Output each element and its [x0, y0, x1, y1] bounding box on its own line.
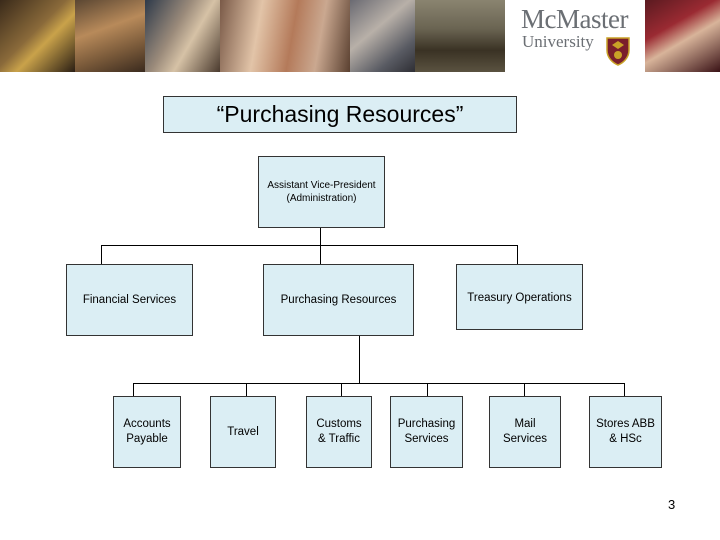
banner-photo-football-player	[645, 0, 720, 72]
org-box-label: Purchasing Services	[397, 418, 456, 445]
connector-level2-horizontal	[101, 245, 518, 246]
org-box-avp-label: Assistant Vice-President (Administration…	[267, 180, 376, 204]
org-box-purchasing-resources: Purchasing Resources	[263, 264, 414, 336]
connector-top-down	[320, 228, 321, 245]
connector-to-purchasing	[320, 245, 321, 264]
connector-level3-horizontal	[133, 383, 625, 384]
org-box-label: Treasury Operations	[467, 292, 572, 304]
org-box-label: Accounts Payable	[123, 418, 171, 445]
connector-to-customs	[341, 383, 342, 396]
org-box-financial-services: Financial Services	[66, 264, 193, 336]
org-box-accounts-payable: Accounts Payable	[113, 396, 181, 468]
photo-banner: McMaster University	[0, 0, 720, 72]
org-box-purchasing-services: Purchasing Services	[390, 396, 463, 468]
connector-to-treasury	[517, 245, 518, 264]
org-box-travel: Travel	[210, 396, 276, 468]
mcmaster-logo: McMaster University	[505, 0, 645, 72]
connector-to-purch-services	[427, 383, 428, 396]
org-box-label: Stores ABB & HSc	[596, 418, 655, 445]
connector-purchasing-down	[359, 336, 360, 384]
logo-university: University	[522, 32, 594, 51]
banner-photo-student-smiling	[145, 0, 220, 72]
org-box-avp: Assistant Vice-President (Administration…	[258, 156, 385, 228]
org-box-label: Customs & Traffic	[316, 418, 362, 445]
org-box-label: Travel	[227, 425, 259, 438]
banner-photo-saxophone-student	[0, 0, 75, 72]
org-box-label: Purchasing Resources	[280, 293, 397, 306]
org-box-customs-traffic: Customs & Traffic	[306, 396, 372, 468]
org-box-treasury-operations: Treasury Operations	[456, 264, 583, 330]
connector-to-financial	[101, 245, 102, 264]
org-box-label: Financial Services	[82, 293, 177, 306]
org-box-mail-services: Mail Services	[489, 396, 561, 468]
banner-photo-lab-student	[75, 0, 145, 72]
connector-to-accounts	[133, 383, 134, 396]
banner-photo-professor	[350, 0, 415, 72]
slide-title: “Purchasing Resources”	[163, 96, 517, 133]
logo-wordmark: McMaster	[521, 4, 628, 34]
banner-photo-stone-doorway	[415, 0, 505, 72]
connector-to-travel	[246, 383, 247, 396]
org-box-stores: Stores ABB & HSc	[589, 396, 662, 468]
connector-to-stores	[624, 383, 625, 396]
page-number: 3	[668, 497, 676, 512]
connector-to-mail	[524, 383, 525, 396]
crest-icon	[606, 37, 630, 66]
banner-photo-students-group	[220, 0, 350, 72]
org-box-label: Mail Services	[502, 418, 548, 445]
